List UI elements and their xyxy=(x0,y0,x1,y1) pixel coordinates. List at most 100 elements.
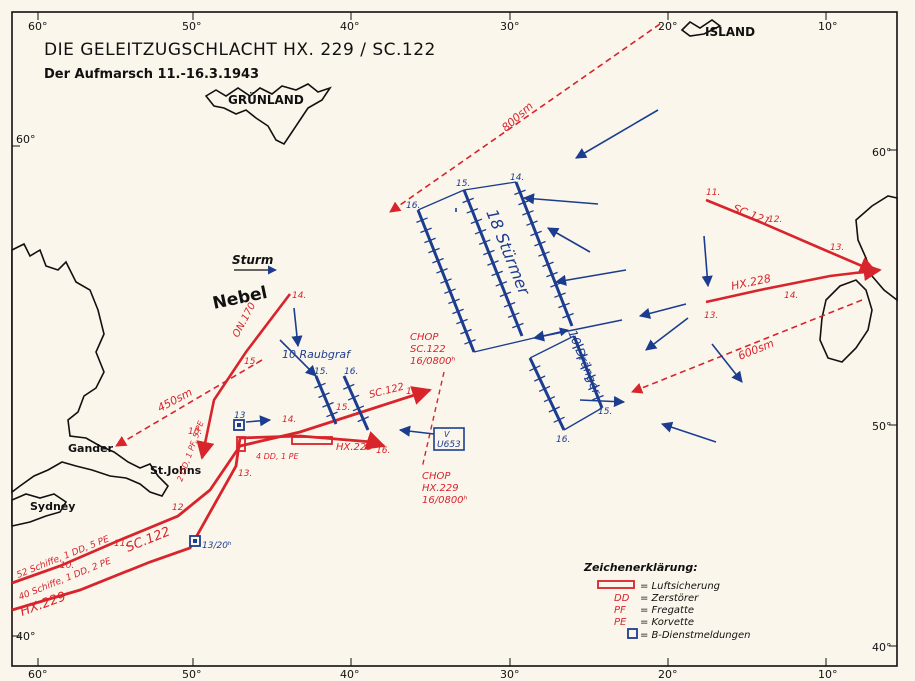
lon-label-20: 20° xyxy=(658,20,678,33)
u653-label: U653 xyxy=(437,440,461,450)
map-subtitle: Der Aufmarsch 11.-16.3.1943 xyxy=(44,67,259,82)
dranger-label: 10 Dränger xyxy=(565,328,604,397)
chop-sc122-line2: SC.122 xyxy=(410,344,446,355)
patrol-hatch-mark xyxy=(474,228,487,235)
patrol-hatch-mark xyxy=(487,260,499,266)
patrol-hatch-mark xyxy=(512,322,524,329)
b-dienst-marker-13-20 xyxy=(189,535,201,547)
legend: Zeichenerklärung: = Luftsicherung DD = Z… xyxy=(583,561,750,641)
fog-label: Nebel xyxy=(211,283,269,314)
sc121-day-11: 11. xyxy=(706,188,720,198)
greenland-coast xyxy=(204,83,332,146)
patrol-hatch-mark xyxy=(436,268,448,274)
distance-450-label: 450sm xyxy=(155,386,194,415)
greenland-label: GRÜNLAND xyxy=(228,92,304,107)
patrol-hatch-mark xyxy=(314,382,326,389)
uboat-movement-arrows xyxy=(245,109,743,443)
patrol-hatch-mark xyxy=(572,343,584,350)
sc121-route xyxy=(705,198,878,274)
patrol-hatch-mark xyxy=(478,239,491,245)
raubgraf-label: 10 Raubgraf xyxy=(282,348,352,361)
hx228-route xyxy=(705,262,882,304)
on170-day-14: 14. xyxy=(292,291,306,301)
patrol-hatch-mark xyxy=(352,405,365,412)
hx229-east-label: HX.229 xyxy=(336,442,373,453)
patrol-hatch-mark xyxy=(546,271,558,278)
patrol-hatch-mark xyxy=(554,292,566,298)
patrol-day-15-a: 15. xyxy=(456,179,470,189)
patrol-hatch-mark xyxy=(542,261,554,268)
patrol-hatch-mark xyxy=(553,416,565,423)
lon-label-50: 50° xyxy=(182,20,202,33)
patrol-line-raubgraf xyxy=(314,375,370,431)
patrol-hatch-mark xyxy=(464,339,476,345)
lon-label-50-bottom: 50° xyxy=(182,668,202,681)
lon-label-40-bottom: 40° xyxy=(340,668,360,681)
air-cover-sc122 xyxy=(236,436,246,452)
legend-pf-symbol: PF xyxy=(614,605,626,616)
patrol-hatch-mark xyxy=(588,384,600,391)
b-dienst-13-label: 13 xyxy=(234,411,246,421)
sydney-label: Sydney xyxy=(30,500,75,513)
patrol-hatch-mark xyxy=(558,302,570,309)
day-15: 15. xyxy=(336,403,350,413)
patrol-hatch-mark xyxy=(534,375,546,382)
chop-line xyxy=(421,371,445,469)
patrol-hatch-mark xyxy=(448,298,460,305)
patrol-hatch-mark xyxy=(543,395,556,403)
nova-scotia-coast xyxy=(11,493,68,527)
patrol-hatch-mark xyxy=(420,227,432,234)
patrol-hatch-mark xyxy=(526,220,538,226)
lat-label-50-right: 50° xyxy=(872,420,892,433)
escort-b-label: 4 DD, 1 PE xyxy=(256,452,299,461)
patrol-hatch-mark xyxy=(424,237,436,244)
sc121-day-13: 13. xyxy=(830,243,844,253)
lat-label-40-right: 40° xyxy=(872,641,892,654)
legend-pe-symbol: PE xyxy=(614,617,627,628)
patrol-hatch-mark xyxy=(514,189,526,196)
lon-label-30: 30° xyxy=(500,20,520,33)
day-14: 14. xyxy=(282,415,296,425)
patrol-hatch-mark xyxy=(318,392,330,399)
on170-day-16: 16. xyxy=(188,427,202,437)
hx228-day-13: 13. xyxy=(704,311,718,321)
patrol-hatch-mark xyxy=(470,218,483,225)
frame-ticks xyxy=(12,12,897,666)
on170-day-15: 15. xyxy=(244,357,258,367)
patrol-day-15-b: 15. xyxy=(598,407,612,417)
lat-label-40-left: 40° xyxy=(16,630,36,643)
patrol-day-14-a: 14. xyxy=(510,173,524,183)
lat-label-60-left: 60° xyxy=(16,133,36,146)
chop-hx229-line2: HX.229 xyxy=(422,483,459,494)
lat-label-60-right: 60° xyxy=(872,146,892,159)
patrol-hatch-mark xyxy=(444,288,456,294)
patrol-line-dranger xyxy=(528,335,604,431)
legend-air-cover: = Luftsicherung xyxy=(640,581,720,592)
patrol-hatch-mark xyxy=(495,281,508,287)
day-16: 16. xyxy=(406,387,420,397)
hx229-day-16: 16. xyxy=(376,446,390,456)
gander-label: Gander xyxy=(68,442,114,455)
patrol-hatch-mark xyxy=(466,208,479,214)
sc121-label: SC.121 xyxy=(731,202,772,229)
lon-label-20-bottom: 20° xyxy=(658,668,678,681)
st-johns-label: St.Johns xyxy=(150,464,202,477)
day-10: 10. xyxy=(60,561,74,571)
chop-hx229-line1: CHOP xyxy=(422,471,451,482)
patrol-hatch-mark xyxy=(584,374,596,380)
patrol-hatch-mark xyxy=(562,312,574,319)
chop-sc122-line1: CHOP xyxy=(410,332,439,343)
patrol-hatch-mark xyxy=(576,353,588,360)
patrol-line-hatching xyxy=(314,189,604,423)
distance-line-800 xyxy=(389,23,661,213)
legend-dd-symbol: DD xyxy=(614,593,630,604)
patrol-hatch-mark xyxy=(503,301,516,308)
legend-b-dienst-symbol xyxy=(627,628,638,639)
patrol-hatch-mark xyxy=(428,247,440,254)
lon-label-30-bottom: 30° xyxy=(500,668,520,681)
patrol-hatch-mark xyxy=(592,394,604,401)
distance-line-600 xyxy=(630,299,863,394)
patrol-hatch-mark xyxy=(538,385,551,393)
iceland-coast xyxy=(680,19,722,37)
